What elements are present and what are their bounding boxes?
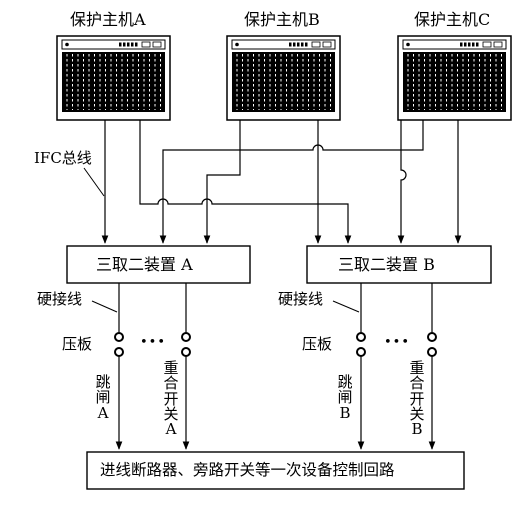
plate-label-b: 压板 — [302, 335, 333, 353]
plate-contact — [181, 332, 191, 342]
trip-b-label: 跳闸B — [337, 373, 353, 422]
control-circuit-label: 进线断路器、旁路开关等一次设备控制回路 — [100, 461, 395, 479]
host-a-device — [56, 35, 171, 121]
hardwire-label-a: 硬接线 — [37, 290, 83, 308]
hardwire-label-b: 硬接线 — [278, 290, 324, 308]
plate-contact — [114, 347, 124, 357]
host-c-device — [397, 35, 512, 121]
ellipsis-a: ••• — [140, 335, 167, 350]
reclose-b-label: 重合开关B — [409, 359, 425, 439]
plate-contact — [114, 332, 124, 342]
plate-contact — [427, 347, 437, 357]
host-b-leds — [289, 42, 308, 47]
host-a-leds — [119, 42, 138, 47]
control-circuit-box — [86, 451, 465, 490]
host-c-card-slots — [407, 54, 502, 110]
pressure-plates — [114, 332, 437, 357]
plate-contact — [181, 347, 191, 357]
plate-contact — [427, 332, 437, 342]
host-a-card-slots — [66, 54, 161, 110]
wire-host-c-to-voter-b — [397, 120, 407, 244]
host-c-leds — [460, 42, 479, 47]
voter-a-box — [66, 245, 251, 284]
wire-host-c-to-voter-a — [159, 120, 424, 244]
trip-a-label: 跳闸A — [95, 373, 111, 422]
voter-b-box — [306, 245, 492, 284]
plate-contact — [356, 347, 366, 357]
host-a-label: 保护主机A — [70, 10, 146, 29]
host-b-label: 保护主机B — [244, 10, 320, 29]
reclose-a-label: 重合开关A — [163, 359, 179, 439]
wire-host-b-to-voter-a — [203, 120, 241, 244]
plate-contact — [356, 332, 366, 342]
output-wires — [91, 283, 436, 450]
host-b-device — [226, 35, 341, 121]
host-c-label: 保护主机C — [414, 10, 491, 29]
ifc-bus-label: IFC总线 — [34, 149, 92, 167]
wire-host-a-to-voter-b — [139, 120, 352, 244]
voter-b-label: 三取二装置 B — [338, 255, 435, 274]
ellipsis-b: ••• — [384, 335, 411, 350]
ifc-leader — [83, 167, 105, 197]
host-b-card-slots — [236, 54, 331, 110]
ifc-bus-wires — [83, 120, 462, 244]
voter-a-label: 三取二装置 A — [96, 255, 193, 274]
plate-label-a: 压板 — [62, 335, 93, 353]
